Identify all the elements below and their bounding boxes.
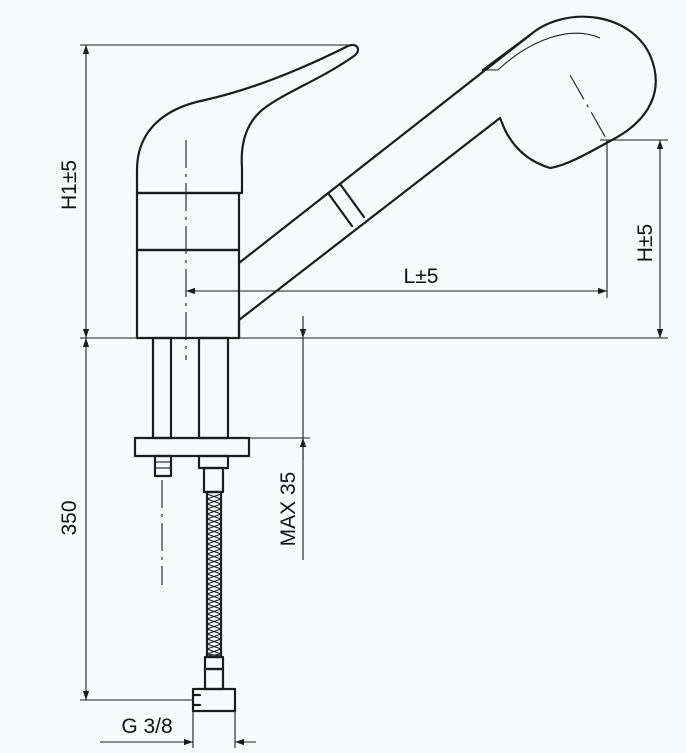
dimension-lines	[80, 44, 668, 748]
h-label: H±5	[634, 224, 657, 262]
braid-strand	[206, 578, 222, 585]
hose-fitting-neck	[202, 466, 225, 494]
spout-ring	[326, 182, 366, 228]
mounting-stud	[151, 336, 173, 440]
braid-strand	[206, 508, 222, 515]
g38-connector	[191, 687, 237, 713]
braid-strand	[206, 493, 222, 500]
braided-hose	[191, 490, 237, 713]
braid-strand	[206, 568, 222, 575]
braid-strand	[206, 548, 222, 555]
braid-strand	[206, 553, 222, 560]
fixing-nut	[153, 454, 173, 478]
body-upper-block	[135, 191, 241, 252]
hose-fitting-top	[197, 454, 230, 470]
braid-strand	[206, 588, 222, 595]
thread-label: G 3/8	[121, 715, 172, 738]
spray-head-edge	[483, 32, 601, 71]
h1-label: H1±5	[58, 160, 81, 210]
braid-strand	[206, 573, 222, 580]
max-depth-label: MAX 35	[277, 472, 300, 547]
braid-strand	[206, 543, 222, 550]
braid-strand	[206, 558, 222, 565]
braid-strand	[206, 498, 222, 505]
spout-arm	[237, 33, 532, 322]
handle-lever	[135, 43, 360, 195]
inlet-shank	[197, 336, 230, 440]
mounting-assembly	[133, 336, 251, 494]
body-lower-block	[135, 248, 241, 340]
braid-strand	[206, 523, 222, 530]
spray-head	[498, 15, 657, 170]
centre-lines	[161, 74, 608, 585]
braid-strand	[206, 633, 222, 640]
mounting-plate	[133, 436, 251, 458]
l-label: L±5	[404, 265, 439, 288]
braid-strand	[206, 608, 222, 615]
braid-strand	[206, 593, 222, 600]
braid-strand	[206, 653, 222, 657]
braid-strand	[206, 518, 222, 525]
braid-strand	[206, 583, 222, 590]
braid-strand	[206, 563, 222, 570]
hose-length-label: 350	[58, 500, 81, 535]
braid-strand	[206, 648, 222, 655]
braid-strand	[206, 613, 222, 620]
braid-strand	[206, 623, 222, 630]
braid-strand	[206, 598, 222, 605]
braid-strand	[206, 528, 222, 535]
braid-strand	[206, 538, 222, 545]
braid-strand	[206, 618, 222, 625]
braid-strand	[206, 503, 222, 510]
braid-strand	[206, 533, 222, 540]
braid-strand	[206, 628, 222, 635]
braid-strand	[206, 603, 222, 610]
faucet-body	[135, 15, 657, 340]
braid-strand	[206, 643, 222, 650]
braid-strand	[206, 638, 222, 645]
braid-strand	[206, 513, 222, 520]
